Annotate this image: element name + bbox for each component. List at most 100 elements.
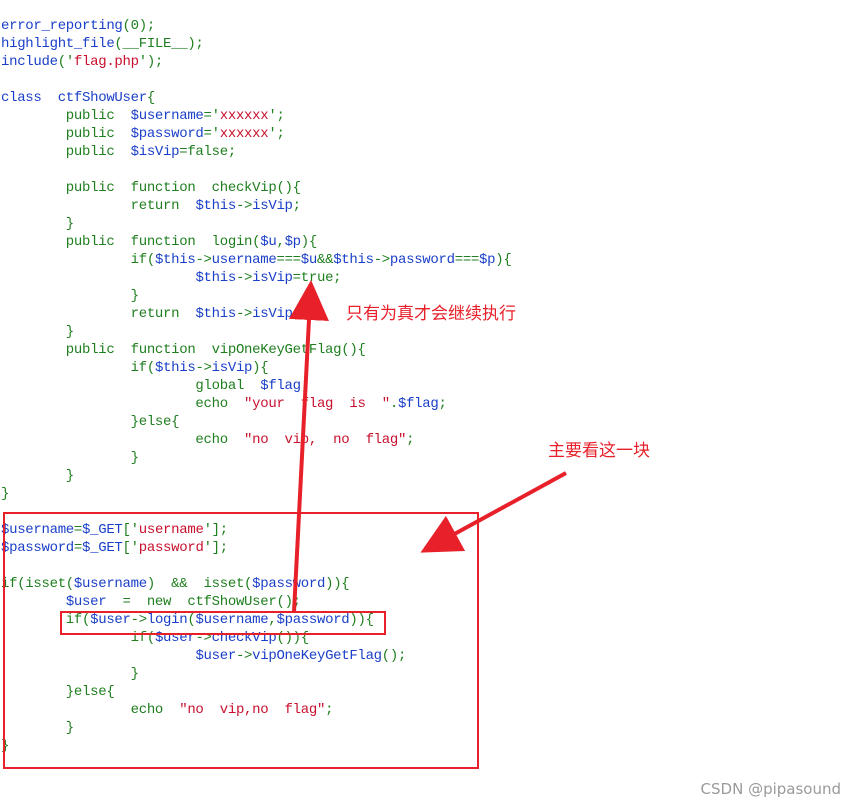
code-line: } <box>1 719 511 737</box>
code-token: $p <box>284 234 302 250</box>
csdn-watermark: CSDN @pipasound <box>700 780 841 798</box>
code-line: public function login($u,$p){ <box>1 233 511 251</box>
code-token: (){ <box>276 180 301 196</box>
code-token: return <box>1 306 196 322</box>
code-token: $this <box>154 252 196 268</box>
code-token <box>1 594 66 610</box>
code-token <box>1 648 195 664</box>
code-line: if($user->login($username,$password)){ <box>1 611 511 629</box>
code-line: } <box>1 737 511 755</box>
code-line: if($user->checkVip()){ <box>1 629 511 647</box>
code-line: public $isVip=false; <box>1 143 511 161</box>
code-line <box>1 503 511 521</box>
code-line: } <box>1 467 511 485</box>
annotation-only-if-true: 只有为真才会继续执行 <box>346 304 516 324</box>
code-token: ']; <box>203 540 229 556</box>
code-token: } <box>1 324 74 340</box>
code-line: return $this->isVip; <box>1 197 511 215</box>
code-token: ) && isset( <box>146 576 253 592</box>
code-token: } <box>1 468 74 484</box>
code-token: } <box>1 720 74 736</box>
code-token: public function login <box>1 234 253 250</box>
code-token: }else{ <box>1 684 115 700</box>
code-line: } <box>1 287 511 305</box>
code-line: if($this->username===$u&&$this->password… <box>1 251 512 269</box>
code-token: $password <box>130 126 204 142</box>
code-token: =true; <box>292 270 342 286</box>
code-token <box>1 270 195 286</box>
code-token: -> <box>195 360 212 376</box>
code-line: echo "your flag is ".$flag; <box>1 395 511 413</box>
code-line: if($this->isVip){ <box>1 359 511 377</box>
code-token: if( <box>1 252 156 268</box>
code-token: ){ <box>495 252 512 268</box>
code-token: "no vip,no flag" <box>179 702 326 718</box>
code-token: } <box>1 450 139 466</box>
code-token: ; <box>300 378 309 394</box>
code-token: username <box>138 522 204 538</box>
code-token: echo <box>1 432 245 448</box>
code-token: $username <box>1 522 74 538</box>
code-token: $user <box>90 612 131 628</box>
code-token: } <box>1 216 74 232</box>
code-token: -> <box>235 270 253 286</box>
code-token: $this <box>195 306 236 322</box>
code-token: $flag <box>260 378 301 394</box>
code-line: } <box>1 215 511 233</box>
code-token: } <box>1 738 10 754</box>
code-token: '; <box>268 108 285 124</box>
code-token: $flag <box>397 396 439 412</box>
code-line: include('flag.php'); <box>1 53 511 71</box>
code-line: public function checkVip(){ <box>1 179 511 197</box>
code-token: $password <box>1 540 74 556</box>
code-token: $this <box>333 252 374 268</box>
code-token: = <box>73 540 83 556</box>
code-line: class ctfShowUser{ <box>1 89 511 107</box>
code-token: $username <box>130 108 204 124</box>
code-line: public $password='xxxxxx'; <box>1 125 511 143</box>
code-token: $isVip <box>130 144 180 160</box>
code-token: =' <box>203 108 221 124</box>
code-token: -> <box>235 306 253 322</box>
code-token: } <box>1 288 139 304</box>
code-token: === <box>454 252 480 268</box>
code-token: isVip <box>252 198 293 214</box>
code-token: $p <box>479 252 496 268</box>
code-token: $this <box>154 360 196 376</box>
code-token: $user <box>65 594 107 610</box>
code-token: -> <box>235 198 253 214</box>
code-token: && <box>316 252 334 268</box>
code-line <box>1 71 511 89</box>
code-token: checkVip <box>211 630 277 646</box>
code-token: -> <box>373 252 391 268</box>
code-line: return $this->isVip; <box>1 305 511 323</box>
code-token: -> <box>195 630 212 646</box>
code-token: global <box>1 378 261 394</box>
code-token: ; <box>292 198 301 214</box>
code-token: $user <box>154 630 196 646</box>
code-token: (); <box>276 594 301 610</box>
code-line: $username=$_GET['username']; <box>1 521 511 539</box>
code-token: return <box>1 198 196 214</box>
code-token: ; <box>406 432 415 448</box>
annotation-focus-here: 主要看这一块 <box>548 441 650 461</box>
code-token: password <box>389 252 455 268</box>
code-line: echo "no vip, no flag"; <box>1 431 511 449</box>
code-token: . <box>389 396 398 412</box>
code-token: -> <box>235 648 253 664</box>
code-token: (' <box>57 54 75 70</box>
code-token: $_GET <box>82 540 123 556</box>
code-token: $username <box>195 612 269 628</box>
code-token: if( <box>1 612 91 628</box>
code-token: ()){ <box>276 630 309 646</box>
code-token: -> <box>130 612 148 628</box>
code-token: if(isset( <box>1 576 74 592</box>
code-line: } <box>1 449 511 467</box>
code-token: highlight_file <box>1 36 115 52</box>
php-source-code: error_reporting(0);highlight_file(__FILE… <box>1 17 512 755</box>
code-token: xxxxxx <box>219 108 269 124</box>
code-line: }else{ <box>1 683 511 701</box>
code-token: $this <box>195 198 236 214</box>
code-token: -> <box>195 252 212 268</box>
code-token: )){ <box>349 612 374 628</box>
